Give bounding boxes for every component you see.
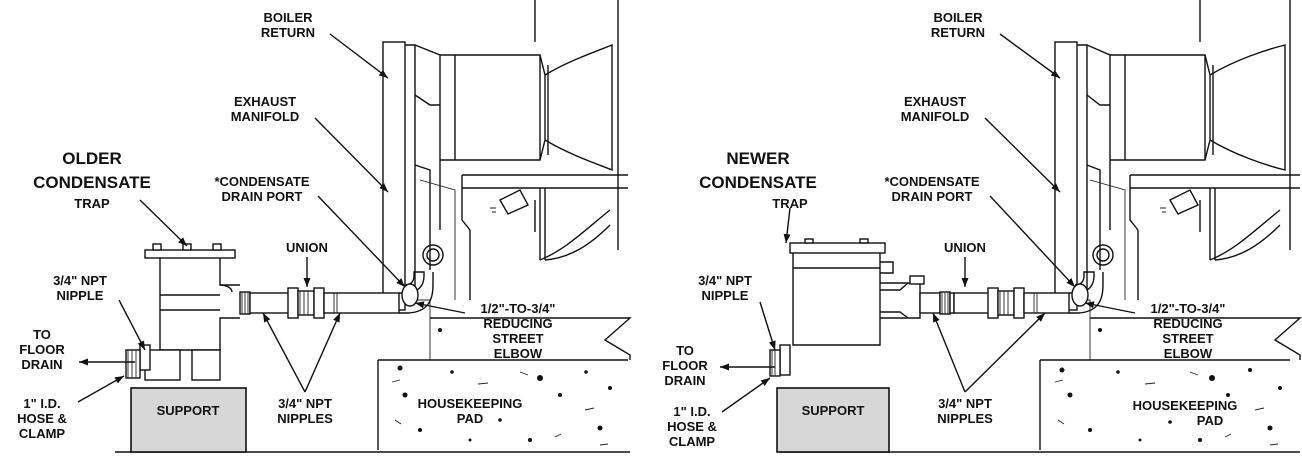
newer-trap-graphic bbox=[769, 238, 894, 377]
support-label: SUPPORT bbox=[157, 403, 220, 418]
support-label-right: SUPPORT bbox=[802, 403, 865, 418]
panel-newer bbox=[769, 0, 1302, 453]
pad-label-1-right: HOUSEKEEPING bbox=[1133, 398, 1238, 413]
trap-title-line3-right: TRAP bbox=[772, 196, 808, 211]
nipple-label-2-right: NIPPLE bbox=[702, 288, 749, 303]
panel-older bbox=[115, 0, 632, 453]
exhaust-manifold-label-1: EXHAUST bbox=[234, 94, 296, 109]
nipple-label-1: 3/4" NPT bbox=[53, 273, 107, 288]
boiler-return-label-1: BOILER bbox=[263, 10, 313, 25]
trap-title-line1-right: NEWER bbox=[726, 149, 789, 168]
floor-drain-label-3-right: DRAIN bbox=[664, 373, 705, 388]
pad-label-1: HOUSEKEEPING bbox=[418, 396, 523, 411]
drain-port-label-2: DRAIN PORT bbox=[222, 189, 303, 204]
boiler-body-graphic-right bbox=[1054, 0, 1300, 311]
nipples-label-2-right: NIPPLES bbox=[937, 411, 993, 426]
trap-title-line1: OLDER bbox=[62, 149, 122, 168]
piping-graphic-right bbox=[880, 271, 1104, 319]
hose-label-3: CLAMP bbox=[19, 426, 66, 441]
labels-left: OLDER CONDENSATE TRAP BOILER RETURN EXHA… bbox=[17, 10, 555, 441]
union-label: UNION bbox=[286, 240, 328, 255]
support-block-left bbox=[130, 387, 247, 453]
elbow-label-3: STREET bbox=[492, 331, 543, 346]
union-label-right: UNION bbox=[944, 240, 986, 255]
elbow-label-2: REDUCING bbox=[483, 316, 552, 331]
elbow-label-2-right: REDUCING bbox=[1153, 316, 1222, 331]
floor-drain-label-1-right: TO bbox=[676, 343, 694, 358]
trap-title-line2-right: CONDENSATE bbox=[699, 173, 817, 192]
boiler-return-label-1-right: BOILER bbox=[933, 10, 983, 25]
labels-right: NEWER CONDENSATE TRAP BOILER RETURN EXHA… bbox=[662, 10, 1237, 449]
exhaust-manifold-label-2-right: MANIFOLD bbox=[901, 109, 970, 124]
elbow-label-4: ELBOW bbox=[494, 346, 543, 361]
elbow-label-3-right: STREET bbox=[1162, 331, 1213, 346]
exhaust-manifold-label-1-right: EXHAUST bbox=[904, 94, 966, 109]
boiler-body-graphic bbox=[382, 0, 628, 311]
floor-drain-label-1: TO bbox=[33, 327, 51, 342]
trap-title-line2: CONDENSATE bbox=[33, 173, 151, 192]
hose-label-1: 1" I.D. bbox=[23, 396, 60, 411]
nipples-label-1: 3/4" NPT bbox=[278, 396, 332, 411]
leaders-left bbox=[77, 33, 466, 403]
support-block-right bbox=[776, 387, 890, 453]
drain-port-label-2-right: DRAIN PORT bbox=[892, 189, 973, 204]
leaders-right bbox=[720, 33, 1136, 413]
exhaust-manifold-label-2: MANIFOLD bbox=[231, 109, 300, 124]
floor-drain-label-3: DRAIN bbox=[21, 357, 62, 372]
pad-label-2: PAD bbox=[457, 411, 483, 426]
piping-graphic bbox=[239, 271, 434, 319]
trap-title-line3: TRAP bbox=[74, 196, 110, 211]
drain-port-label-1-right: *CONDENSATE bbox=[884, 174, 979, 189]
nipples-label-2: NIPPLES bbox=[277, 411, 333, 426]
hose-label-3-right: CLAMP bbox=[669, 434, 716, 449]
boiler-return-label-2: RETURN bbox=[261, 25, 315, 40]
drain-port-label-1: *CONDENSATE bbox=[214, 174, 309, 189]
hose-label-1-right: 1" I.D. bbox=[673, 404, 710, 419]
hose-label-2-right: HOSE & bbox=[667, 419, 717, 434]
floor-drain-label-2: FLOOR bbox=[19, 342, 65, 357]
boiler-return-label-2-right: RETURN bbox=[931, 25, 985, 40]
nipple-label-1-right: 3/4" NPT bbox=[698, 273, 752, 288]
floor-drain-label-2-right: FLOOR bbox=[662, 358, 708, 373]
nipples-label-1-right: 3/4" NPT bbox=[938, 396, 992, 411]
elbow-label-1-right: 1/2"-TO-3/4" bbox=[1151, 301, 1226, 316]
pad-label-2-right: PAD bbox=[1197, 413, 1223, 428]
elbow-label-1: 1/2"-TO-3/4" bbox=[481, 301, 556, 316]
hose-label-2: HOSE & bbox=[17, 411, 67, 426]
nipple-label-2: NIPPLE bbox=[57, 288, 104, 303]
older-trap-graphic bbox=[125, 243, 240, 381]
elbow-label-4-right: ELBOW bbox=[1164, 346, 1213, 361]
